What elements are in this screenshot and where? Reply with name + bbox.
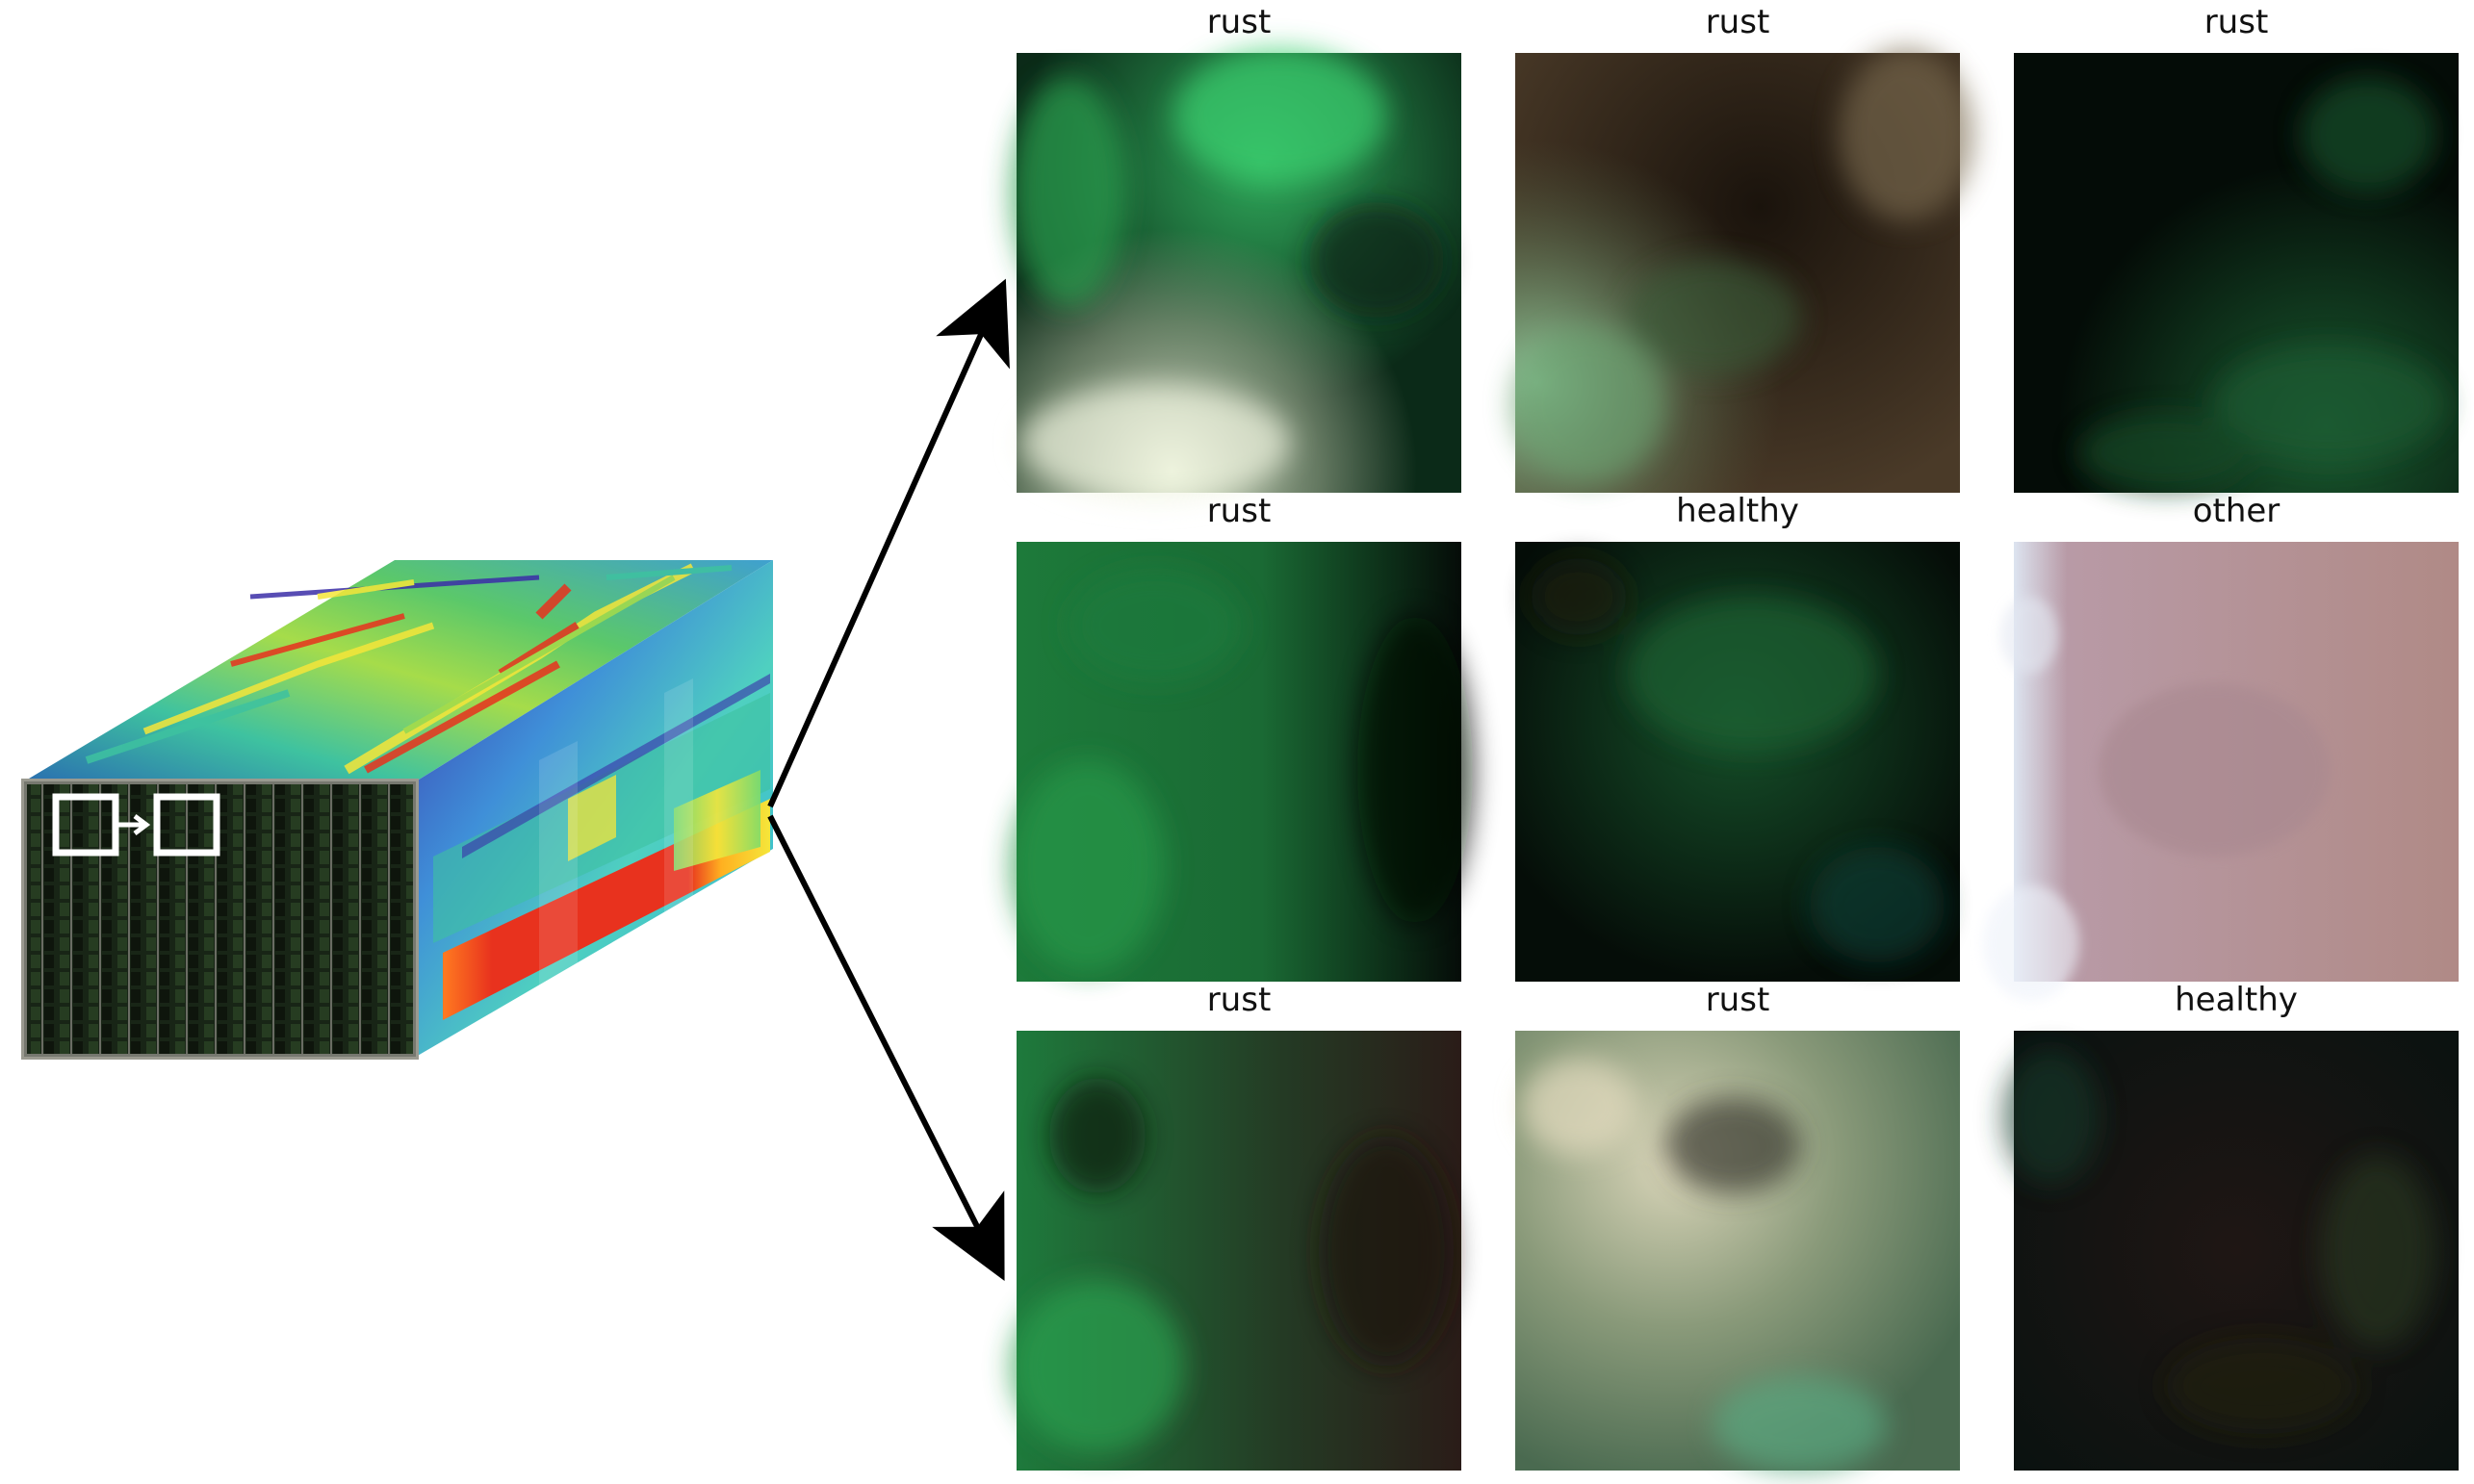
patch-label: rust (2204, 3, 2269, 41)
patch-label: healthy (2175, 981, 2298, 1019)
patch-label: rust (1706, 981, 1770, 1019)
patch-tile: rust (1011, 492, 1473, 982)
patch-label: rust (1207, 981, 1272, 1019)
crop-box-left (52, 793, 119, 857)
patch-tile: other (1983, 492, 2459, 1001)
arrow-up (767, 278, 1010, 808)
patch-label: rust (1706, 3, 1770, 41)
patch-tile: rust (1511, 3, 1973, 493)
patch-tile: rust (1515, 981, 1960, 1472)
patch-label: rust (1207, 492, 1272, 530)
patch-tile: healthy (1515, 492, 1960, 982)
patch-tile: rust (1011, 981, 1461, 1471)
crop-shift-arrow (117, 814, 151, 835)
pointer-arrows (767, 278, 1010, 1282)
crop-box-right (153, 793, 220, 857)
patch-label: healthy (1676, 492, 1799, 530)
cube-side-bands (433, 674, 770, 1020)
patch-label: rust (1207, 3, 1272, 41)
hyperspectral-cube (21, 560, 773, 1060)
patch-tile: healthy (2002, 981, 2459, 1471)
cube-top-streaks (85, 563, 733, 775)
patch-tile: rust (2014, 3, 2459, 493)
patch-label: other (2193, 492, 2281, 530)
cube-top-face (24, 560, 773, 781)
patch-tile: rust (1011, 3, 1461, 500)
patch-grid: rust rust rust (1011, 3, 2459, 1472)
arrow-down (767, 814, 1005, 1282)
